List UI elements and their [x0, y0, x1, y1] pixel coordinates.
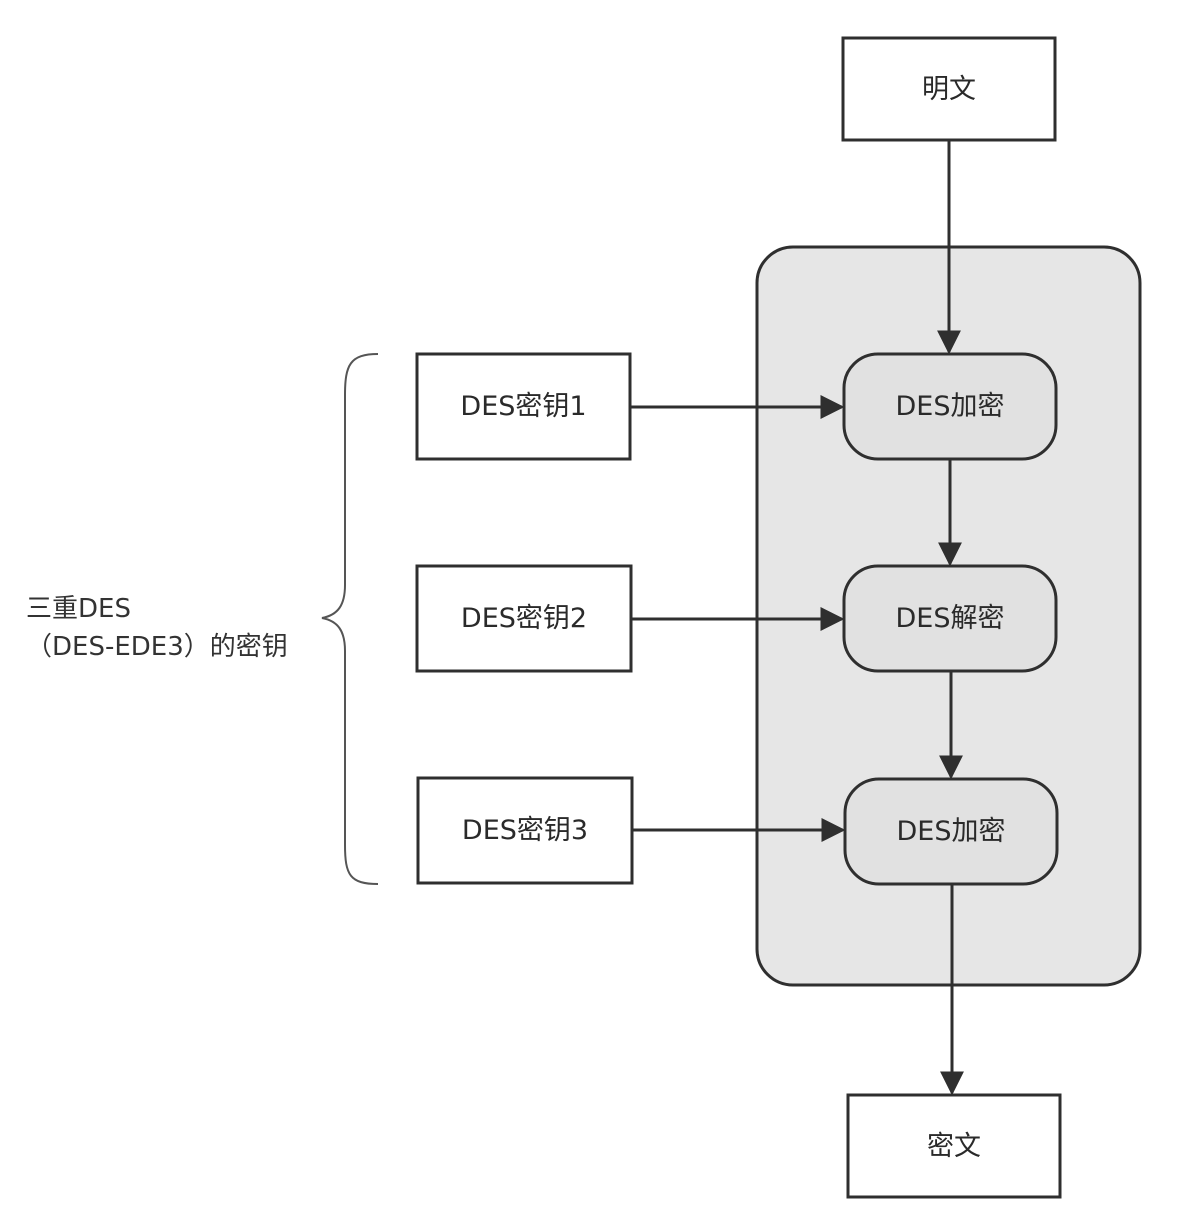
- brace-label-line1: 三重DES: [26, 594, 131, 624]
- key3-label: DES密钥3: [461, 815, 589, 846]
- key-group-brace: [321, 353, 379, 885]
- plaintext-label: 明文: [922, 73, 976, 105]
- key1-box: [415, 352, 632, 461]
- brace-label-line2: （DES-EDE3）的密钥: [26, 632, 288, 662]
- brace-label: 三重DES （DES-EDE3）的密钥: [26, 590, 288, 666]
- key1-label: DES密钥1: [460, 391, 587, 422]
- ciphertext-label: 密文: [927, 1130, 981, 1162]
- op3-label: DES加密: [896, 816, 1006, 847]
- plaintext-box: [841, 36, 1057, 142]
- op2-label: DES解密: [895, 603, 1005, 634]
- key2-box: [415, 564, 633, 673]
- op1-label: DES加密: [895, 391, 1005, 422]
- key3-box: [416, 776, 634, 885]
- key2-label: DES密钥2: [460, 603, 588, 634]
